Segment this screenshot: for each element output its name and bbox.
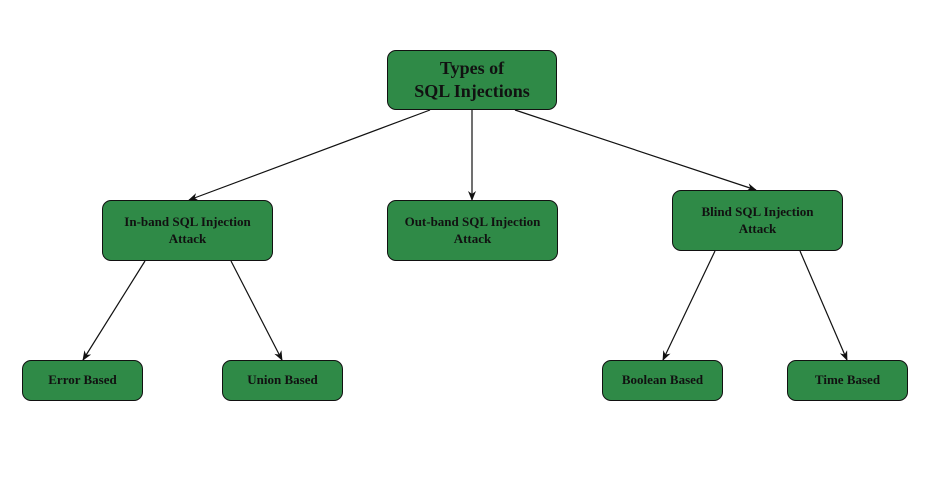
node-error-based: Error Based xyxy=(22,360,143,401)
edge-root-to-blind xyxy=(514,109,757,191)
node-time-based: Time Based xyxy=(787,360,908,401)
node-label-line2: Attack xyxy=(738,220,777,236)
node-label-line1: In-band SQL Injection xyxy=(124,214,251,230)
node-label: Boolean Based xyxy=(621,372,704,388)
node-in-band-sql-injection: In-band SQL Injection Attack xyxy=(102,200,273,261)
node-label: Union Based xyxy=(247,372,318,388)
node-types-of-sql-injections: Types of SQL Injections xyxy=(387,50,557,110)
node-boolean-based: Boolean Based xyxy=(602,360,723,401)
edge-blind-to-time xyxy=(799,250,848,361)
node-label: Error Based xyxy=(48,372,117,388)
node-union-based: Union Based xyxy=(222,360,343,401)
node-label-line1: Types of xyxy=(439,57,505,78)
node-label: Time Based xyxy=(814,372,881,388)
node-label-line2: SQL Injections xyxy=(414,81,530,101)
node-label-line2: Attack xyxy=(168,230,207,246)
edge-root-to-inband xyxy=(188,109,431,201)
node-blind-sql-injection: Blind SQL Injection Attack xyxy=(672,190,843,251)
node-label-line1: Blind SQL Injection xyxy=(701,204,814,220)
node-label-line1: Out-band SQL Injection xyxy=(404,214,541,230)
edge-blind-to-boolean xyxy=(662,250,716,361)
node-label-line2: Attack xyxy=(453,230,492,246)
edge-inband-to-union xyxy=(230,260,283,361)
edge-inband-to-error xyxy=(82,260,146,361)
node-out-band-sql-injection: Out-band SQL Injection Attack xyxy=(387,200,558,261)
